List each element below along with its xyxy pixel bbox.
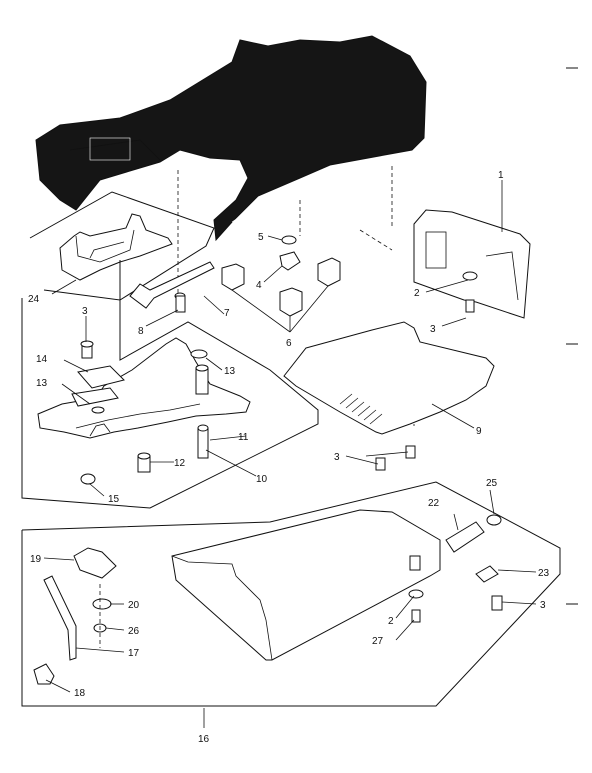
- part-10-frame: [37, 337, 251, 439]
- label-part-15: 15: [108, 494, 120, 505]
- label-part-7: 7: [224, 308, 230, 319]
- label-part-22: 22: [428, 498, 440, 509]
- thumb-screw-7: [129, 261, 215, 313]
- label-part-9: 9: [476, 426, 482, 437]
- label-part-19: 19: [30, 554, 42, 565]
- label-part-3-bottom-plate: 3: [334, 452, 340, 463]
- label-part-2: 2: [414, 288, 420, 299]
- part-14-plate: [71, 365, 125, 407]
- label-part-16: 16: [198, 734, 210, 745]
- part-10-box: [21, 260, 319, 509]
- small-hardware-left: [80, 340, 209, 485]
- label-part-11: 11: [238, 432, 249, 443]
- label-part-27: 27: [372, 636, 384, 647]
- parts-22-23-25: [445, 514, 503, 611]
- label-part-3-left: 3: [82, 306, 88, 317]
- margin-ticks: [566, 67, 578, 605]
- label-part-26: 26: [128, 626, 140, 637]
- label-part-25: 25: [486, 478, 498, 489]
- part-24-box: [29, 191, 215, 301]
- base-casting: [35, 35, 427, 242]
- part-9-bottom-plate: [283, 321, 495, 471]
- label-part-13-left: 13: [36, 378, 48, 389]
- label-part-10: 10: [256, 474, 268, 485]
- label-part-12: 12: [174, 458, 186, 469]
- parts-4-5-6: [221, 235, 341, 317]
- label-part-20: 20: [128, 600, 140, 611]
- label-part-4: 4: [256, 280, 262, 291]
- label-part-3-right: 3: [540, 600, 546, 611]
- label-part-2-lower: 2: [388, 616, 394, 627]
- part-1-bracket: [413, 209, 531, 319]
- parts-17-to-26: [33, 547, 117, 685]
- label-part-1: 1: [498, 170, 504, 181]
- callout-labels: 1 2 3 5 4 7 8 6 24 3 14 13 13 11 12 10 1…: [28, 170, 550, 745]
- part-16-bed: [171, 509, 441, 661]
- label-part-18: 18: [74, 688, 86, 699]
- leader-lines: [43, 180, 537, 728]
- label-part-8: 8: [138, 326, 144, 337]
- label-part-14: 14: [36, 354, 48, 365]
- part-16-box: [21, 481, 561, 707]
- label-part-5: 5: [258, 232, 264, 243]
- label-part-6: 6: [286, 338, 292, 349]
- label-part-17: 17: [128, 648, 140, 659]
- label-part-3: 3: [430, 324, 436, 335]
- label-part-24: 24: [28, 294, 40, 305]
- label-part-13-right: 13: [224, 366, 236, 377]
- label-part-23: 23: [538, 568, 550, 579]
